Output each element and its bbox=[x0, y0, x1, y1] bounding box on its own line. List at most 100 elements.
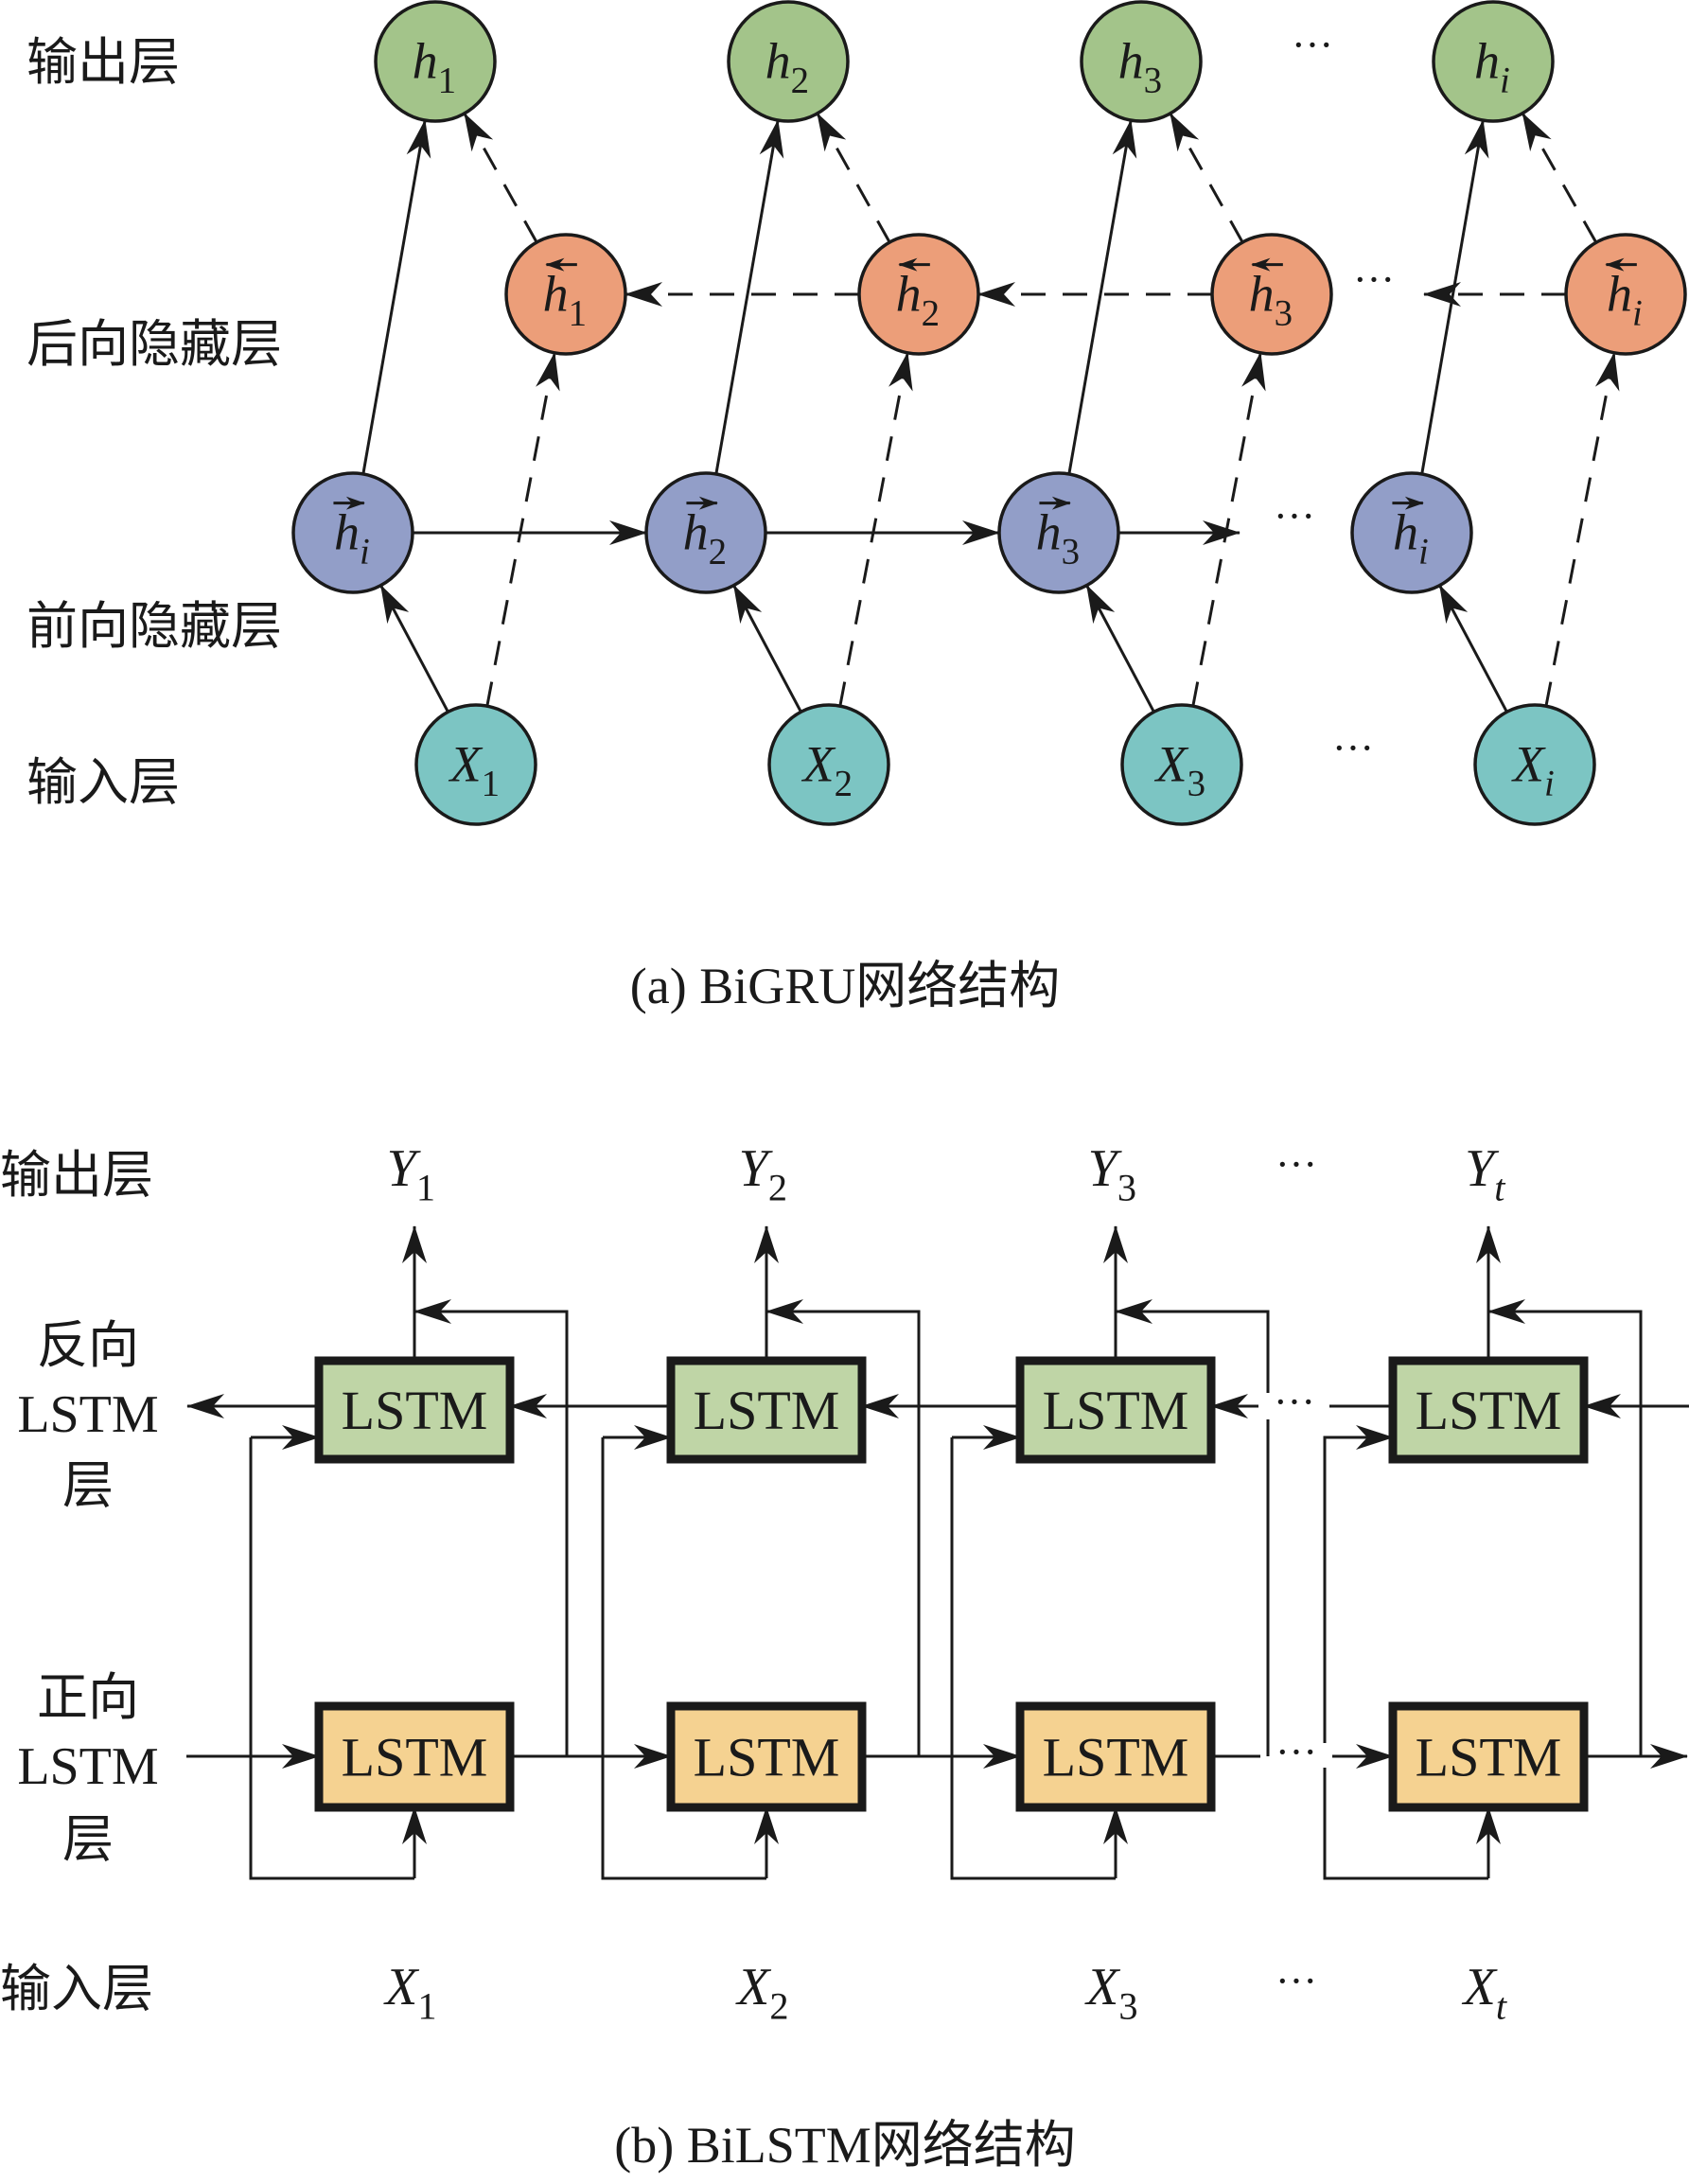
edge-input-to-forward bbox=[732, 584, 802, 713]
forward-lstm-cell bbox=[1388, 1701, 1589, 1812]
bigru-label-backward-hidden: 后向隐藏层 bbox=[26, 314, 282, 374]
bilstm-label-backward-1: 反向 bbox=[37, 1315, 139, 1375]
bilstm-input-label: X2 bbox=[735, 1958, 788, 2028]
input-node bbox=[414, 703, 537, 826]
bilstm-output-label: Y3 bbox=[1088, 1139, 1136, 1209]
bilstm-label-backward-2: LSTM bbox=[17, 1385, 158, 1444]
edge-forward-to-output bbox=[714, 119, 784, 475]
bigru-label-forward-hidden: 前向隐藏层 bbox=[26, 596, 282, 656]
forward-hidden-node bbox=[644, 471, 767, 594]
input-node bbox=[1473, 703, 1596, 826]
bigru-label-output: 输出层 bbox=[26, 32, 180, 92]
backward-lstm-cell-label: LSTM bbox=[694, 1380, 840, 1441]
output-node-label: h2 bbox=[765, 32, 809, 100]
backward-hidden-node bbox=[1210, 233, 1333, 356]
edge-input-loop bbox=[1323, 1425, 1394, 1743]
bilstm-label-forward-1: 正向 bbox=[37, 1667, 139, 1727]
edge-backward-to-output bbox=[816, 113, 891, 243]
edge-forward-to-output bbox=[1420, 119, 1489, 475]
edge-forward-to-output bbox=[361, 119, 431, 475]
backward-lstm-cell-label: LSTM bbox=[342, 1380, 488, 1441]
input-node bbox=[767, 703, 890, 826]
edge-input-to-backward bbox=[1544, 351, 1620, 707]
bigru-edges bbox=[361, 112, 1620, 713]
bigru-ellipsis-backward: ··· bbox=[1353, 256, 1395, 303]
bilstm-ellipsis-output: ··· bbox=[1276, 1141, 1317, 1188]
edge-backward-to-output bbox=[1521, 112, 1598, 243]
bilstm-output-label: Yt bbox=[1465, 1139, 1505, 1209]
forward-hidden-node-label: hi bbox=[334, 503, 370, 572]
bilstm-output-label: Y1 bbox=[387, 1139, 435, 1209]
backward-lstm-cell bbox=[314, 1356, 515, 1464]
forward-lstm-cell bbox=[314, 1701, 515, 1812]
edge-forward-feedback bbox=[1487, 1299, 1643, 1756]
edge-input-to-forward bbox=[1438, 584, 1508, 713]
bilstm-label-forward-3: 层 bbox=[62, 1809, 114, 1869]
edge-input-loop bbox=[950, 1437, 1116, 1880]
input-node-label: X2 bbox=[801, 735, 853, 803]
output-node-label: hi bbox=[1474, 32, 1510, 100]
edge-forward-feedback bbox=[413, 1299, 569, 1756]
edge-input-to-backward bbox=[838, 351, 913, 707]
edge-forward-feedback bbox=[765, 1299, 921, 1756]
bigru-ellipsis-output: ··· bbox=[1292, 22, 1333, 68]
edge-backward-to-output bbox=[463, 113, 538, 243]
bilstm-input-label: Xt bbox=[1462, 1958, 1507, 2028]
forward-hidden-node-label: h2 bbox=[683, 503, 727, 572]
input-node-label: X3 bbox=[1154, 735, 1205, 803]
backward-lstm-cell bbox=[666, 1356, 867, 1464]
output-node-label: h1 bbox=[413, 32, 456, 100]
output-node bbox=[1432, 0, 1555, 123]
backward-hidden-node bbox=[857, 233, 980, 356]
edge-input-to-forward bbox=[1085, 584, 1155, 713]
bilstm-input-label: X3 bbox=[1084, 1958, 1137, 2028]
forward-lstm-cell-label: LSTM bbox=[1416, 1727, 1562, 1788]
bilstm-ellipsis-input: ··· bbox=[1276, 1958, 1317, 2004]
bilstm-output-label: Y2 bbox=[739, 1139, 787, 1209]
forward-hidden-node bbox=[291, 471, 414, 594]
backward-lstm-cell bbox=[1015, 1356, 1216, 1464]
edge-input-to-forward bbox=[379, 584, 449, 713]
backward-lstm-cell bbox=[1388, 1356, 1589, 1464]
output-node bbox=[727, 0, 850, 123]
backward-hidden-node-label: h1 bbox=[543, 265, 587, 333]
bigru-ellipsis-input: ··· bbox=[1332, 725, 1374, 771]
input-node-label: X1 bbox=[449, 735, 500, 803]
bilstm-edges bbox=[186, 1225, 1689, 1880]
forward-hidden-node-label: h3 bbox=[1036, 503, 1080, 572]
edge-input-loop bbox=[249, 1437, 414, 1880]
edge-input-to-backward bbox=[485, 351, 560, 707]
forward-lstm-cell-label: LSTM bbox=[694, 1727, 840, 1788]
forward-hidden-node bbox=[1350, 471, 1473, 594]
edge-input-to-backward bbox=[1191, 351, 1266, 707]
backward-hidden-node-label: hi bbox=[1607, 265, 1643, 333]
output-node bbox=[1080, 0, 1203, 123]
output-node-label: h3 bbox=[1118, 32, 1162, 100]
input-node bbox=[1120, 703, 1243, 826]
edge-forward-to-output bbox=[1067, 119, 1137, 475]
bilstm-ellipsis-forward-row: ··· bbox=[1276, 1729, 1317, 1775]
bigru-label-input: 输入层 bbox=[26, 752, 180, 812]
output-node bbox=[374, 0, 497, 123]
bilstm-label-forward-2: LSTM bbox=[17, 1737, 158, 1796]
bigru-caption: (a) BiGRU网络结构 bbox=[630, 958, 1060, 1014]
edge-forward-feedback bbox=[1115, 1299, 1270, 1393]
backward-hidden-node bbox=[1564, 233, 1687, 356]
bilstm-label-output: 输出层 bbox=[0, 1145, 153, 1205]
backward-lstm-cell-label: LSTM bbox=[1043, 1380, 1189, 1441]
bilstm-label-input: 输入层 bbox=[0, 1959, 153, 2018]
edge-input-loop bbox=[601, 1437, 766, 1880]
backward-hidden-node-label: h3 bbox=[1249, 265, 1293, 333]
edge-input-loop bbox=[1323, 1768, 1488, 1880]
bigru-ellipsis-forward: ··· bbox=[1274, 493, 1315, 539]
backward-hidden-node bbox=[504, 233, 627, 356]
forward-lstm-cell bbox=[666, 1701, 867, 1812]
backward-lstm-cell-label: LSTM bbox=[1416, 1380, 1562, 1441]
forward-hidden-node-label: hi bbox=[1393, 503, 1429, 572]
bilstm-input-label: X1 bbox=[383, 1958, 436, 2028]
forward-lstm-cell bbox=[1015, 1701, 1216, 1812]
